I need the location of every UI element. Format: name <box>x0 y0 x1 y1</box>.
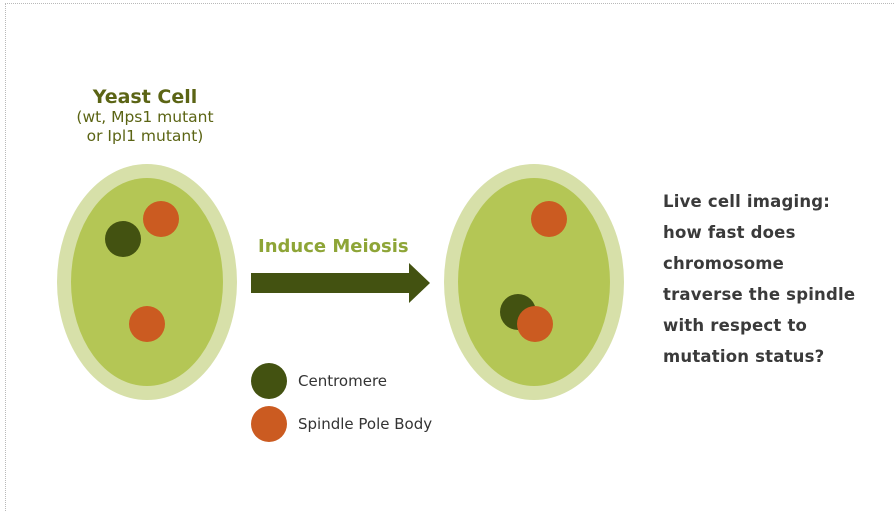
cell-title: Yeast Cell <box>40 86 250 108</box>
legend-spindle-pole-body-label: Spindle Pole Body <box>298 415 432 433</box>
yeast-cell-before <box>57 164 237 400</box>
arrow-shaft <box>251 273 411 293</box>
legend-spindle-pole-body-swatch <box>251 406 287 442</box>
research-question: Live cell imaging: how fast does chromos… <box>663 186 888 372</box>
legend-centromere-label: Centromere <box>298 372 387 390</box>
induce-meiosis-arrow <box>251 263 430 303</box>
cell-subtitle-text: (wt, Mps1 mutant or Ipl1 mutant) <box>76 108 213 145</box>
arrow-head <box>409 263 430 303</box>
yeast-cell-after <box>444 164 624 400</box>
cell-subtitle: (wt, Mps1 mutant or Ipl1 mutant) <box>40 108 250 146</box>
centromere <box>105 221 141 257</box>
spindle-pole-body-bottom <box>129 306 165 342</box>
legend-centromere-swatch <box>251 363 287 399</box>
arrow-label: Induce Meiosis <box>258 236 418 258</box>
spindle-pole-body-bottom <box>517 306 553 342</box>
spindle-pole-body-top <box>531 201 567 237</box>
spindle-pole-body-top <box>143 201 179 237</box>
